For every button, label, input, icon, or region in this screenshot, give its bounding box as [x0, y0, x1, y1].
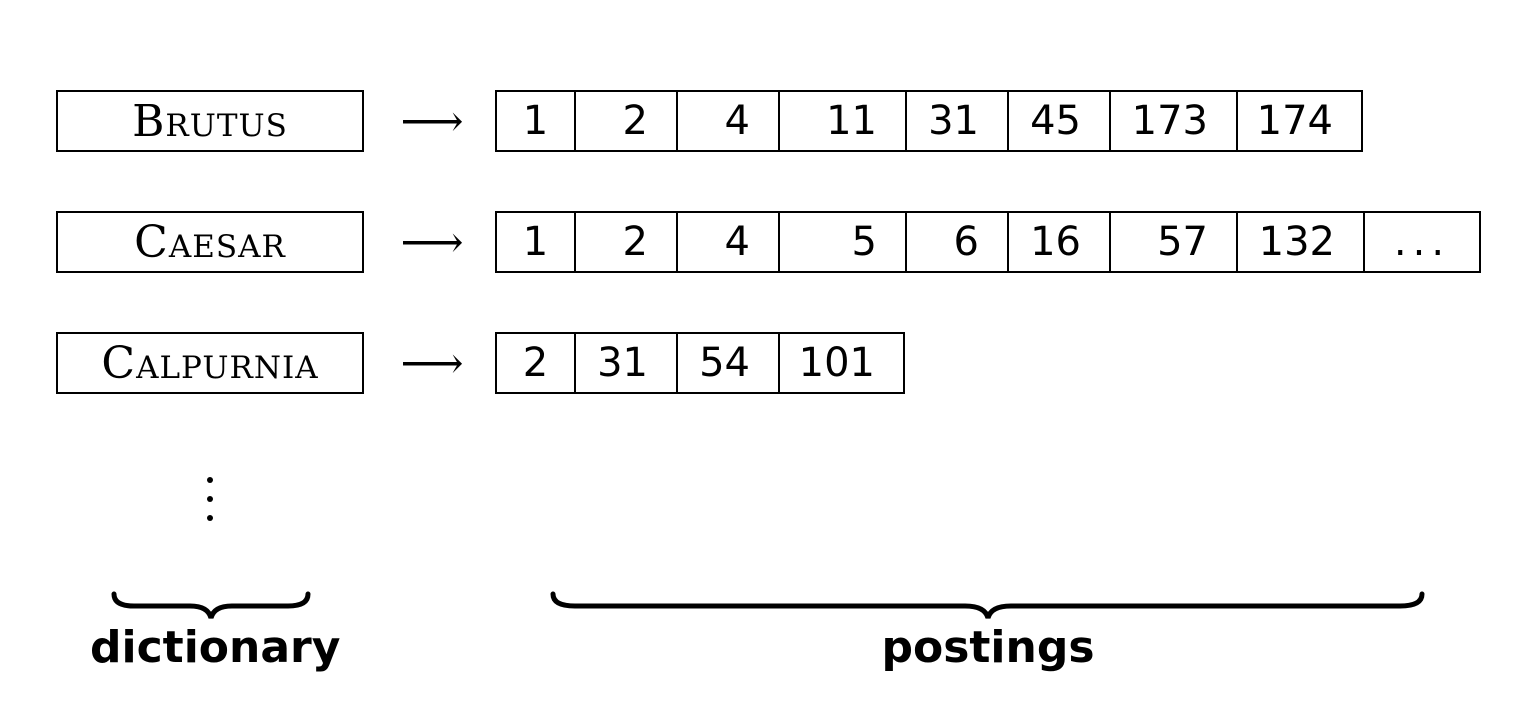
postings-label: postings — [881, 622, 1095, 673]
posting-cell: 54 — [676, 332, 778, 394]
posting-cell: 2 — [574, 211, 676, 273]
posting-ellipsis: ... — [1363, 211, 1481, 273]
posting-cell: 31 — [574, 332, 676, 394]
posting-cell: 174 — [1236, 90, 1363, 152]
arrow-icon: ⟶ — [400, 216, 464, 268]
postings-brace — [550, 591, 1425, 619]
posting-cell: 16 — [1007, 211, 1109, 273]
vertical-ellipsis-icon — [207, 477, 213, 521]
posting-cell: 101 — [778, 332, 905, 394]
arrow-icon: ⟶ — [400, 95, 464, 147]
posting-cell: 4 — [676, 211, 778, 273]
posting-cell: 173 — [1109, 90, 1236, 152]
posting-cell: 45 — [1007, 90, 1109, 152]
posting-cell: 132 — [1236, 211, 1363, 273]
posting-cell: 1 — [495, 90, 574, 152]
arrow-icon: ⟶ — [400, 337, 464, 389]
posting-cell: 4 — [676, 90, 778, 152]
posting-cell: 6 — [905, 211, 1007, 273]
dictionary-term-calpurnia: Calpurnia — [56, 332, 364, 394]
posting-cell: 57 — [1109, 211, 1236, 273]
posting-cell: 11 — [778, 90, 905, 152]
dictionary-term-caesar: Caesar — [56, 211, 364, 273]
posting-cell: 5 — [778, 211, 905, 273]
dictionary-brace — [111, 591, 311, 619]
posting-cell: 2 — [574, 90, 676, 152]
dictionary-label: dictionary — [90, 622, 341, 673]
dictionary-term-brutus: Brutus — [56, 90, 364, 152]
posting-cell: 2 — [495, 332, 574, 394]
posting-cell: 1 — [495, 211, 574, 273]
posting-cell: 31 — [905, 90, 1007, 152]
